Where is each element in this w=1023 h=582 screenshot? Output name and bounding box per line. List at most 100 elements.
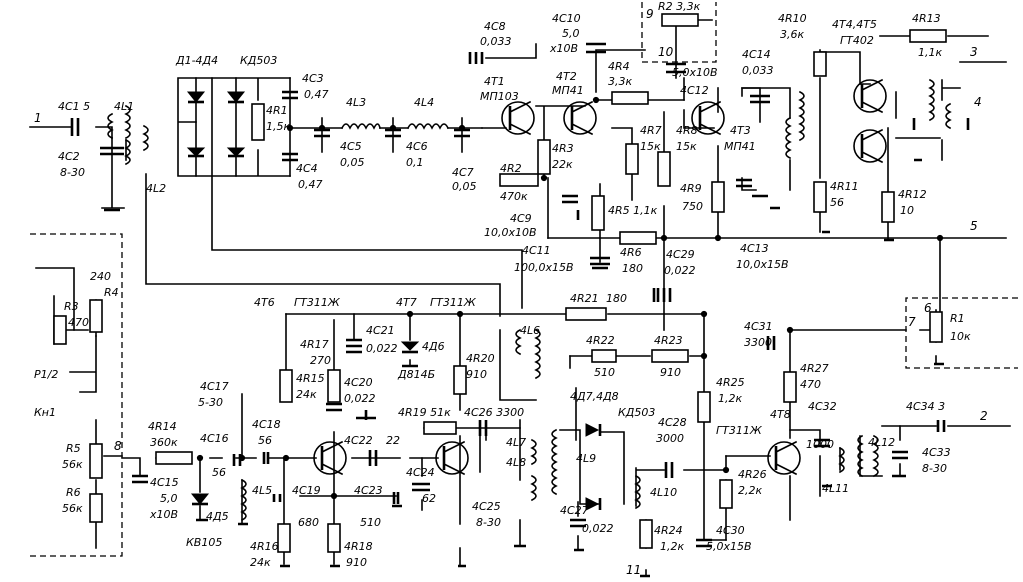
label-p12: P1/2	[34, 368, 58, 381]
label-r4-ext: R4	[104, 286, 119, 299]
label-r15: 4R15	[296, 372, 325, 385]
label-r27-value: 470	[800, 378, 821, 391]
label-c7: 4C7	[452, 166, 474, 179]
label-c7-value: 0,05	[452, 180, 477, 193]
label-r23: 4R23	[654, 334, 683, 347]
label-r6: 4R6	[620, 246, 642, 259]
label-c15: 4C15	[150, 476, 179, 489]
pin-8: 8	[114, 439, 122, 453]
label-c3-value: 0,47	[304, 88, 329, 101]
label-t45: 4T4,4T5	[832, 18, 877, 31]
label-r17: 4R17	[300, 338, 329, 351]
label-r8-value: 15к	[676, 140, 697, 153]
pin-2: 2	[980, 409, 988, 423]
label-r5: 4R5 1,1к	[608, 204, 658, 217]
label-l4: 4L4	[414, 96, 434, 109]
label-240: 240	[90, 270, 111, 283]
label-r7-value: 15к	[640, 140, 661, 153]
label-c22: 4C22	[344, 434, 373, 447]
label-l11: 4L11	[822, 482, 849, 495]
label-d6: 4Д6	[422, 340, 445, 353]
label-r16: 4R16	[250, 540, 279, 553]
inductors	[107, 78, 952, 522]
component-labels: 4C1 5 4L1 4C2 8-30 4L2 Д1-4Д4 КД503 4R1 …	[34, 0, 988, 577]
label-r14-value: 360к	[150, 436, 178, 449]
label-r5-ext: R5	[66, 442, 81, 455]
label-r21-value: 180	[606, 292, 627, 305]
label-c14: 4C14	[742, 48, 771, 61]
label-c18: 4C18	[252, 418, 281, 431]
label-r3: 4R3	[552, 142, 574, 155]
label-r14: 4R14	[148, 420, 177, 433]
label-r13-value: 1,1к	[918, 46, 942, 59]
pin-5: 5	[970, 219, 978, 233]
label-c28-value: 3000	[656, 432, 684, 445]
label-c2-value: 8-30	[60, 166, 85, 179]
label-t1: 4T1	[484, 75, 505, 88]
label-r10-value: 3,6к	[780, 28, 804, 41]
label-c14-value: 0,033	[742, 64, 774, 77]
label-c15-value: 5,0	[160, 492, 178, 505]
label-c12: 4C12	[680, 84, 709, 97]
label-r1-ext-value: 10к	[950, 330, 971, 343]
label-r18-value: 910	[346, 556, 367, 569]
label-c4: 4C4	[296, 162, 318, 175]
label-l9: 4L9	[576, 452, 596, 465]
label-c13: 4C13	[740, 242, 769, 255]
label-d5: 4Д5	[206, 510, 229, 523]
label-r18: 4R18	[344, 540, 373, 553]
resistors	[53, 13, 947, 553]
label-r5-ext-value: 56к	[62, 458, 83, 471]
label-c33-value: 8-30	[922, 462, 947, 475]
label-l1: 4L1	[114, 100, 134, 113]
label-c15-voltage: x10В	[149, 508, 178, 521]
label-r2-ext: R2 3,3к	[658, 0, 701, 13]
label-r15-value: 24к	[296, 388, 317, 401]
label-r16-value: 24к	[250, 556, 271, 569]
label-r11: 4R11	[830, 180, 859, 193]
label-t3: 4T3	[730, 124, 751, 137]
label-r6-ext-value: 56к	[62, 502, 83, 515]
label-t6-type: ГТ311Ж	[294, 296, 341, 309]
label-c1: 4C1 5	[58, 100, 90, 113]
label-r10: 4R10	[778, 12, 807, 25]
label-c27-value: 0,022	[582, 522, 614, 535]
label-c31: 4C31	[744, 320, 773, 333]
label-r22-value: 510	[594, 366, 615, 379]
grounds	[104, 52, 970, 578]
label-c29: 4C29	[666, 248, 695, 261]
label-c27: 4C27	[560, 504, 589, 517]
label-c30-value: 5,0x15В	[706, 540, 752, 553]
label-c11: 4C11	[522, 244, 551, 257]
label-c4-value: 0,47	[298, 178, 323, 191]
label-c20: 4C20	[344, 376, 373, 389]
label-r23-value: 910	[660, 366, 681, 379]
label-l10: 4L10	[650, 486, 677, 499]
label-r4: 4R4	[608, 60, 630, 73]
label-c16-value: 56	[212, 466, 226, 479]
label-c10: 4C10	[552, 12, 581, 25]
label-r25-value: 1,2к	[718, 392, 742, 405]
pin-9: 9	[646, 7, 654, 21]
label-c5-value: 0,05	[340, 156, 365, 169]
label-r20: 4R20	[466, 352, 495, 365]
pin-6: 6	[924, 301, 932, 315]
label-c23: 4C23	[354, 484, 383, 497]
external-block-r2	[641, 2, 717, 63]
pin-3: 3	[970, 45, 978, 59]
pin-7: 7	[908, 315, 916, 329]
label-r12: 4R12	[898, 188, 927, 201]
label-c18-value: 56	[258, 434, 272, 447]
label-t7-type: ГТ311Ж	[430, 296, 477, 309]
label-t8: 4T8	[770, 408, 791, 421]
label-c13-value: 10,0x15В	[736, 258, 789, 271]
label-t2: 4T2	[556, 70, 577, 83]
pin-11: 11	[626, 563, 641, 577]
label-t6: 4T6	[254, 296, 275, 309]
label-c22-value: 22	[386, 434, 400, 447]
label-c6-value: 0,1	[406, 156, 424, 169]
label-c24: 4C24	[406, 466, 435, 479]
pin-1: 1	[34, 111, 42, 125]
label-r3-ext-value: 470	[68, 316, 89, 329]
label-d5-type: КВ105	[186, 536, 222, 549]
